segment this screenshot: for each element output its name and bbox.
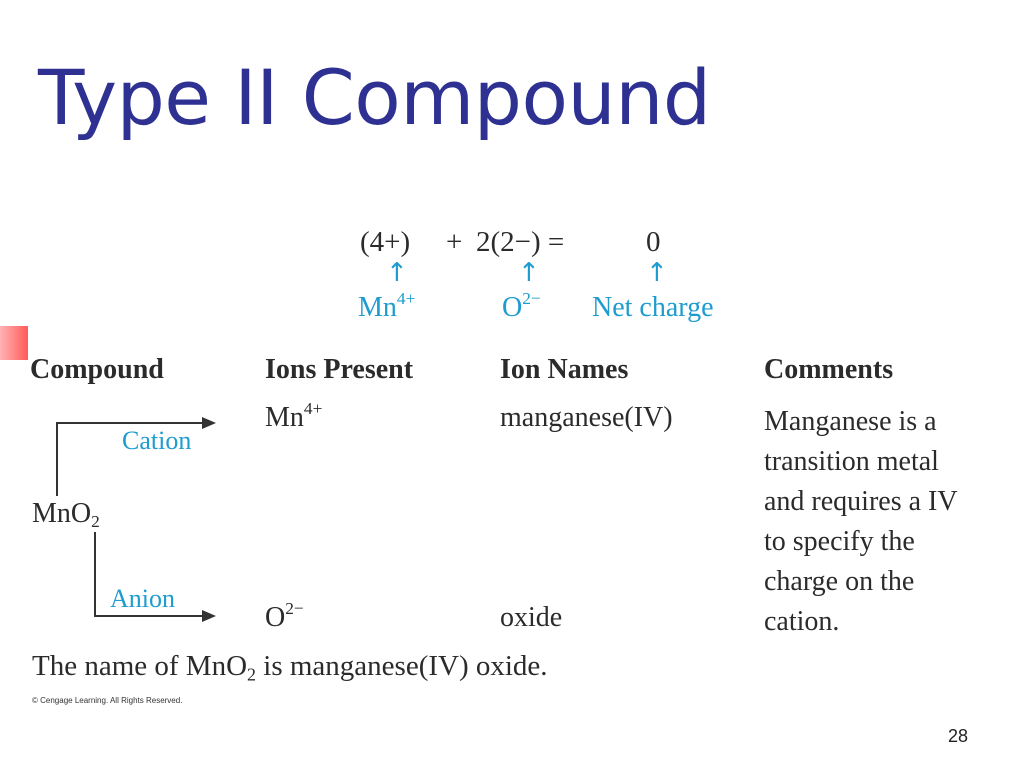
comment-line: charge on the [764, 566, 915, 597]
equation-plus: + [446, 226, 463, 258]
slide-accent-bar [0, 326, 28, 360]
copyright-notice: © Cengage Learning. All Rights Reserved. [32, 696, 183, 705]
comment-line: Manganese is a [764, 406, 937, 437]
equation-term-mn: (4+) [360, 226, 411, 258]
header-ion-names: Ion Names [500, 354, 629, 385]
header-compound: Compound [30, 354, 164, 385]
summary-sentence: The name of MnO2 is manganese(IV) oxide. [32, 650, 548, 685]
slide-title: Type II Compound [38, 53, 711, 142]
comment-line: to specify the [764, 526, 915, 557]
anion-label: Anion [110, 584, 175, 613]
comment-line: and requires a IV [764, 486, 958, 517]
anion-ion: O2− [265, 598, 304, 633]
equation-label-mn: Mn4+ [358, 288, 416, 323]
cation-ion: Mn4+ [265, 398, 323, 433]
compound-formula: MnO2 [32, 498, 100, 532]
cation-branch-line [56, 422, 204, 424]
equation-result: 0 [646, 226, 661, 258]
comments-text: Manganese is a transition metal and requ… [764, 402, 958, 642]
arrow-head-icon [202, 610, 216, 622]
comment-line: cation. [764, 606, 840, 637]
cation-name: manganese(IV) [500, 402, 673, 433]
up-arrow-icon: ↑ [646, 258, 668, 288]
equation-label-o: O2− [502, 288, 541, 323]
cation-branch-line [56, 422, 58, 496]
equation-label-net-charge: Net charge [592, 292, 714, 323]
header-comments: Comments [764, 354, 894, 385]
cation-label: Cation [122, 426, 192, 455]
anion-branch-line [94, 615, 204, 617]
page-number: 28 [948, 726, 969, 746]
comment-line: transition metal [764, 446, 939, 477]
arrow-head-icon [202, 417, 216, 429]
anion-branch-line [94, 532, 96, 616]
anion-name: oxide [500, 602, 563, 633]
up-arrow-icon: ↑ [518, 258, 540, 288]
equation-term-o: 2(2−) = [476, 226, 565, 258]
header-ions-present: Ions Present [265, 354, 414, 385]
up-arrow-icon: ↑ [386, 258, 408, 288]
